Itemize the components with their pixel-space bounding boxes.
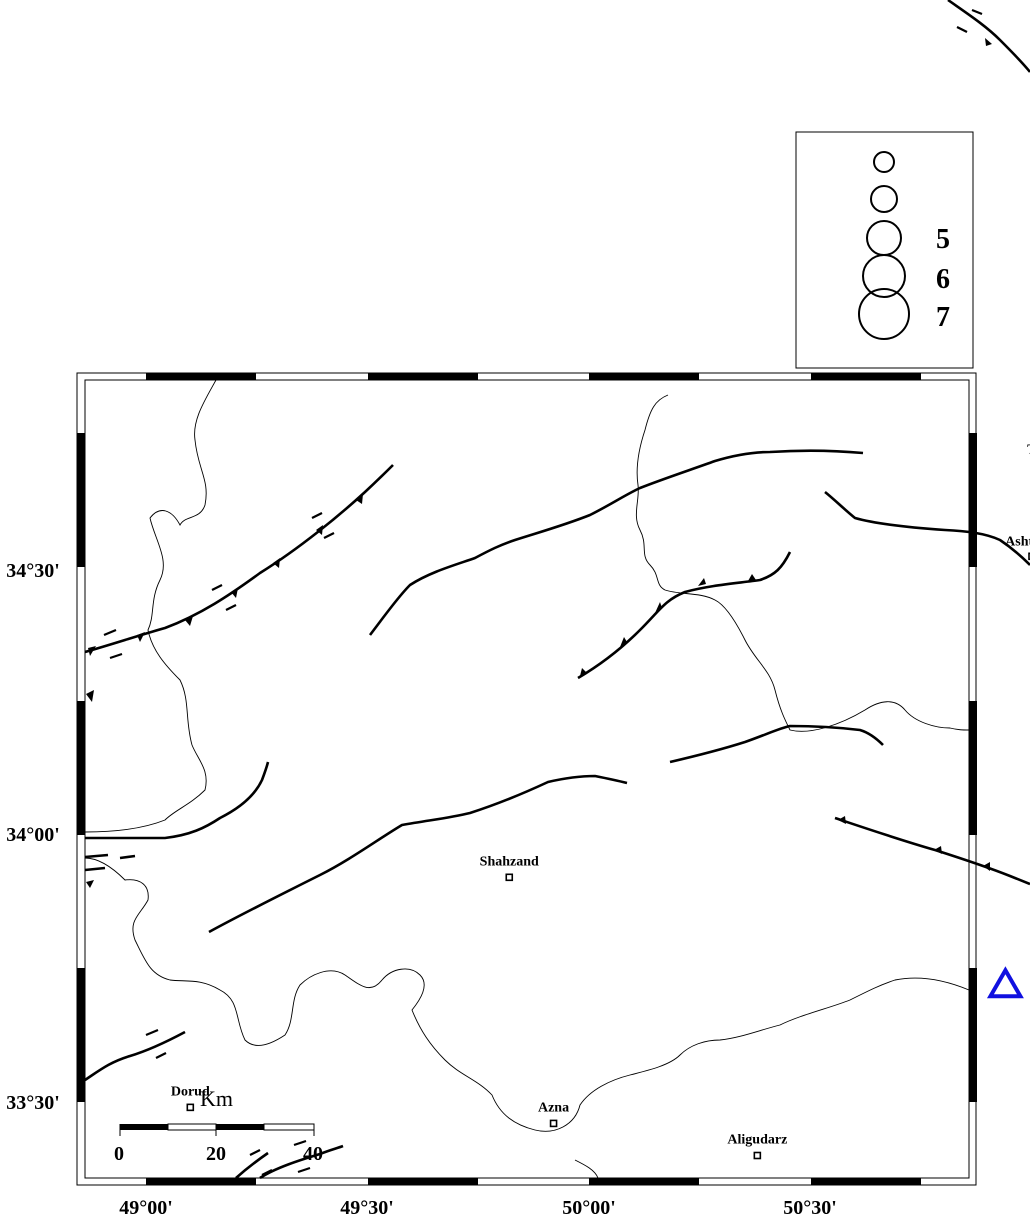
legend-circle xyxy=(870,185,898,213)
x-axis-ticks: 49°00' 49°30' 50°00' 50°30' xyxy=(119,1197,837,1217)
province-boundaries xyxy=(84,379,970,1179)
x-tick-label: 50°00' xyxy=(562,1197,616,1217)
town-marker xyxy=(549,1119,558,1128)
scale-label: 40 xyxy=(303,1143,323,1165)
magnitude-legend: 5 6 7 xyxy=(795,131,974,369)
legend-label: 5 xyxy=(936,224,950,255)
town-label: Ashtiyan xyxy=(1005,534,1030,549)
seismic-station-triangle xyxy=(986,966,1024,999)
town-marker xyxy=(186,1103,195,1112)
legend-circle xyxy=(862,254,906,298)
town-label: Shahzand xyxy=(480,854,539,869)
y-axis-ticks: 34°30' 34°00' 33°30' xyxy=(6,560,60,1114)
x-tick-label: 49°30' xyxy=(340,1197,394,1217)
faults xyxy=(84,0,1030,1180)
stations-layer xyxy=(986,966,1024,999)
scale-label: 0 xyxy=(114,1143,124,1165)
scale-bar: Km 0 20 40 xyxy=(114,1086,323,1165)
legend-circle xyxy=(858,288,910,340)
legend-label: 6 xyxy=(936,264,950,295)
thrust-teeth xyxy=(86,38,992,888)
x-tick-label: 50°30' xyxy=(783,1197,837,1217)
legend-circle xyxy=(873,151,895,173)
y-tick-label: 34°00' xyxy=(6,824,60,846)
strike-slip-markers xyxy=(103,8,983,1176)
town-marker xyxy=(753,1151,762,1160)
y-tick-label: 33°30' xyxy=(6,1092,60,1114)
y-tick-label: 34°30' xyxy=(6,560,60,582)
scale-label: 20 xyxy=(206,1143,226,1165)
town-label: Aligudarz xyxy=(727,1133,787,1148)
legend-label: 7 xyxy=(936,302,950,333)
scale-unit: Km xyxy=(200,1086,233,1111)
x-tick-label: 49°00' xyxy=(119,1197,173,1217)
map-frame xyxy=(76,372,977,1186)
towns-layer: TafreshAshtiyanBagh YekSalafcheganDelija… xyxy=(171,442,1030,1160)
town-label: Dorud xyxy=(171,1084,210,1099)
town-marker xyxy=(505,873,514,882)
town-label: Tafresh xyxy=(1027,442,1030,457)
town-label: Azna xyxy=(538,1100,569,1115)
